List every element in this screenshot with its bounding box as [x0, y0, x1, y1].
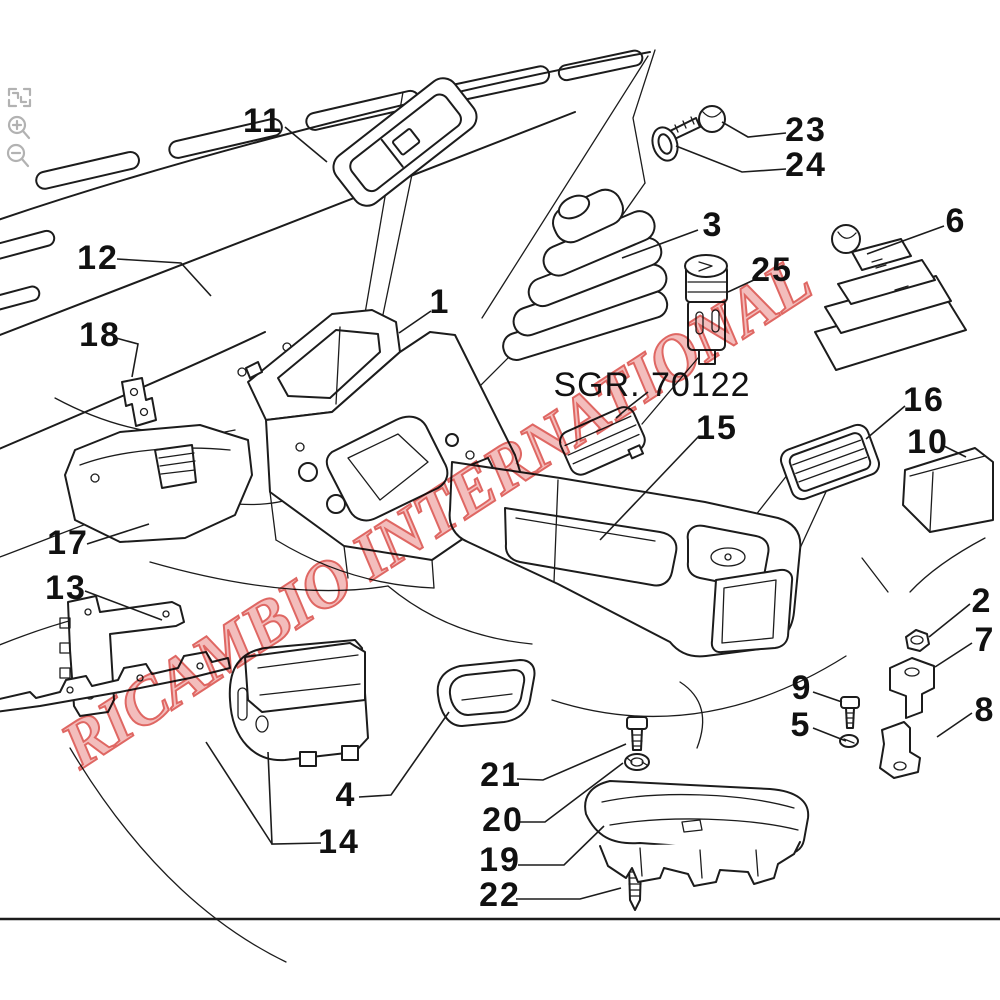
callout-number-9: 9 [792, 669, 813, 707]
callout-leader-20 [519, 762, 624, 823]
part-bracket-8 [879, 721, 921, 779]
callout-layer: SGR. 70122 12345678910111213141516171819… [45, 102, 996, 914]
part-sgr-insert [559, 406, 646, 476]
part-gear-boot [502, 188, 669, 362]
callout-number-15: 15 [696, 409, 738, 447]
callout-number-4: 4 [336, 776, 357, 814]
callout-leader-21 [516, 743, 627, 781]
part-bolt-21 [626, 716, 648, 751]
callout-leader-17 [86, 523, 150, 545]
callout-number-3: 3 [703, 206, 724, 244]
callout-leader-12 [116, 258, 212, 297]
callout-number-5: 5 [791, 706, 812, 744]
callout-leader-2 [928, 603, 971, 638]
part-cigar-lighter [684, 254, 728, 365]
fullscreen-icon[interactable] [7, 87, 32, 108]
part-nut-2 [905, 629, 930, 652]
callout-number-14: 14 [318, 823, 360, 861]
callout-leader-23 [721, 121, 787, 138]
part-rear-console [448, 461, 802, 658]
part-switch-bezel [332, 77, 478, 207]
part-tray-4 [436, 659, 536, 727]
callout-number-17: 17 [47, 524, 89, 562]
part-washer-24 [651, 126, 679, 162]
callout-leader-16 [865, 405, 906, 440]
callout-leader-9 [812, 691, 843, 703]
sgr-leader [615, 391, 649, 419]
callout-leader-24 [675, 145, 787, 173]
callout-number-12: 12 [77, 239, 119, 277]
callout-number-2: 2 [972, 582, 993, 620]
callout-leader-1 [398, 310, 432, 334]
callout-leader-18 [115, 337, 139, 378]
callout-leader-8 [936, 712, 973, 738]
callout-leader-10 [943, 445, 967, 458]
diagram-line-art [0, 49, 1000, 963]
callout-leader-19 [518, 825, 605, 866]
part-armrest-19 [584, 780, 810, 887]
callout-leader-3 [621, 229, 699, 259]
zoom-in-icon[interactable] [7, 115, 31, 140]
part-screw-9 [840, 696, 860, 729]
callout-number-7: 7 [975, 621, 996, 659]
callout-leader-14 [205, 741, 273, 845]
callout-number-6: 6 [946, 202, 967, 240]
part-nut-20 [624, 753, 650, 771]
callout-leader-15 [599, 435, 700, 541]
callout-number-19: 19 [479, 841, 521, 879]
callout-leader-6 [866, 225, 945, 255]
callout-number-13: 13 [45, 569, 87, 607]
viewer-toolbar [6, 87, 32, 168]
callout-leader-25 [727, 278, 757, 293]
callout-number-10: 10 [907, 423, 949, 461]
part-bracket-13 [0, 595, 231, 717]
part-trim-panel-17 [64, 424, 253, 543]
callout-leader-5 [812, 727, 847, 742]
part-side-panel-10 [902, 447, 994, 533]
callout-number-1: 1 [430, 283, 451, 321]
callout-leader-13 [84, 590, 163, 621]
part-bracket-7 [889, 657, 935, 719]
callout-number-23: 23 [785, 111, 827, 149]
part-grille-16 [779, 423, 881, 501]
callout-leader-4 [358, 711, 450, 798]
part-bracket-18 [121, 377, 157, 427]
callout-leader-11 [284, 126, 328, 163]
callout-number-21: 21 [480, 756, 522, 794]
callout-number-18: 18 [79, 316, 121, 354]
callout-number-22: 22 [479, 876, 521, 914]
sgr-group-code: SGR. 70122 [553, 366, 750, 404]
part-gear-boot-6 [814, 224, 967, 371]
part-nut-5 [839, 734, 859, 748]
callout-number-8: 8 [975, 691, 996, 729]
callout-number-20: 20 [482, 801, 524, 839]
part-ashtray-14 [228, 639, 369, 767]
zoom-out-icon[interactable] [6, 143, 30, 168]
callout-leader-7 [934, 642, 973, 668]
callout-number-24: 24 [785, 146, 827, 184]
callout-number-11: 11 [243, 102, 283, 140]
callout-number-25: 25 [751, 251, 793, 289]
callout-leader-22 [516, 887, 622, 900]
callout-number-16: 16 [903, 381, 945, 419]
